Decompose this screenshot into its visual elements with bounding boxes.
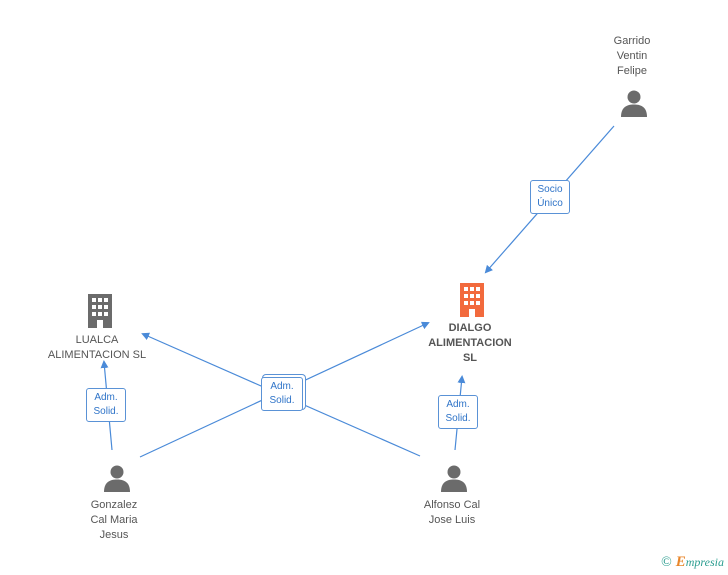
person-icon[interactable] [439,463,469,493]
building-icon[interactable] [85,294,115,328]
relationship-badge-socio-unico[interactable]: Socio Único [530,180,570,214]
node-name-line: Jesus [99,529,129,541]
node-name-line: SL [462,352,478,364]
badge-line: Solid. [93,406,119,417]
person-icon[interactable] [619,88,649,118]
node-name-line: Gonzalez [90,499,138,511]
building-icon[interactable] [457,283,487,317]
node-name-line: Alfonso Cal [423,499,481,511]
node-label-alfonso[interactable]: Alfonso Cal Jose Luis [406,498,498,528]
badge-line: Solid. [269,395,295,406]
relationship-badge-adm-solid[interactable]: Adm. Solid. [438,395,478,429]
node-name-line: Jose Luis [428,514,476,526]
brand-name: mpresia [685,555,724,569]
badge-line: Solid. [445,413,471,424]
node-name-line: Felipe [617,65,647,77]
node-name-line: ALIMENTACION SL [47,349,147,361]
relationship-badge-adm-solid[interactable]: Adm. Solid. [261,377,303,411]
node-name-line: Cal Maria [90,514,138,526]
node-label-lualca[interactable]: LUALCA ALIMENTACION SL [40,333,154,363]
node-label-garrido[interactable]: Garrido Ventin Felipe [590,34,674,79]
node-name-line: Garrido [613,35,651,47]
brand-initial: E [675,554,686,570]
badge-line: Único [537,198,563,209]
badge-line: Adm. [94,392,118,403]
node-label-gonzalez[interactable]: Gonzalez Cal Maria Jesus [72,498,156,543]
brand-watermark: ©Empresia [661,554,724,571]
badge-line: Adm. [270,381,294,392]
copyright-icon: © [661,555,672,570]
node-label-dialgo[interactable]: DIALGO ALIMENTACION SL [414,321,526,366]
relationship-badge-adm-solid[interactable]: Adm. Solid. [86,388,126,422]
person-icon[interactable] [102,463,132,493]
node-name-line: ALIMENTACION [428,337,512,349]
node-name-line: LUALCA [75,334,119,346]
node-name-line: DIALGO [448,322,492,334]
badge-line: Adm. [446,399,470,410]
badge-line: Socio [537,184,563,195]
node-name-line: Ventin [616,50,648,62]
